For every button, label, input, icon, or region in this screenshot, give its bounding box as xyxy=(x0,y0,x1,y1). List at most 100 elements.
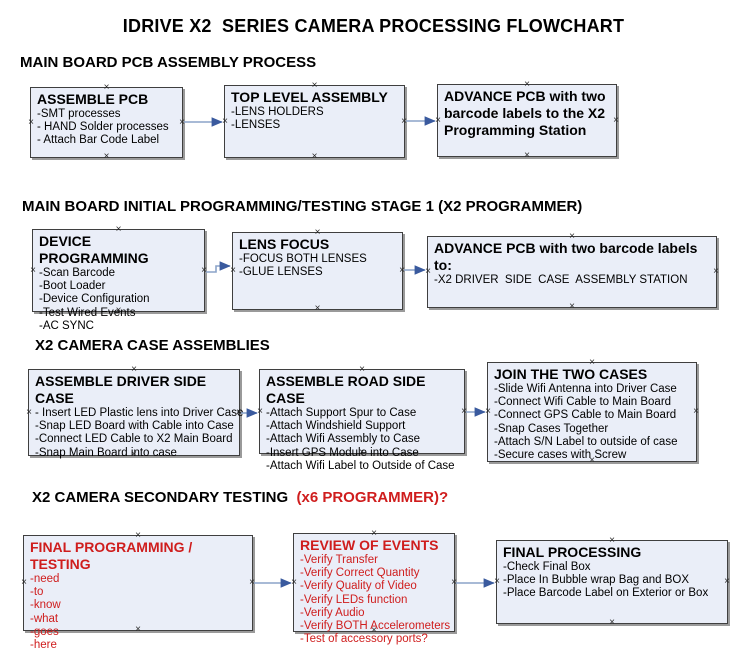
box-review-of-events: REVIEW OF EVENTS -Verify Transfer-Verify… xyxy=(291,529,457,646)
anchor-x-mark: × xyxy=(30,264,36,276)
anchor-x-mark: × xyxy=(724,576,730,587)
box-line: -AC SYNC xyxy=(39,319,94,332)
anchor-x-mark: × xyxy=(461,405,467,417)
box-assemble-pcb: ASSEMBLE PCB -SMT processes- HAND Solder… xyxy=(28,83,185,162)
box-line: -Insert GPS Module into Case xyxy=(266,446,419,459)
box-title: ASSEMBLE ROAD SIDE CASE xyxy=(266,373,430,406)
box-line: -Attach Windshield Support xyxy=(266,420,406,433)
anchor-x-mark: × xyxy=(28,116,34,128)
anchor-x-mark: × xyxy=(425,266,431,277)
box-lines: -Check Final Box-Place In Bubble wrap Ba… xyxy=(503,561,721,601)
box-lines: -Attach Support Spur to Case-Attach Wind… xyxy=(266,407,458,473)
box-line: -Boot Loader xyxy=(39,280,106,293)
anchor-x-mark: × xyxy=(609,617,615,628)
anchor-x-mark: × xyxy=(201,264,207,276)
box-line: -Verify BOTH Accelerometers xyxy=(300,620,451,633)
anchor-x-mark: × xyxy=(230,265,236,276)
box-line: -Scan Barcode xyxy=(39,267,116,279)
box-line: -Verify Quality of Video xyxy=(300,580,417,593)
box-lines: -SMT processes- HAND Solder processes- A… xyxy=(37,108,176,148)
anchor-x-mark: × xyxy=(399,265,405,276)
section-header-red-part: (x6 PROGRAMMER)? xyxy=(296,489,449,506)
box-line: -Slide Wifi Antenna into Driver Case xyxy=(494,383,677,395)
box-line: -X2 DRIVER SIDE CASE ASSEMBLY STATION xyxy=(434,274,688,286)
box-line: -goes xyxy=(30,625,59,638)
anchor-x-mark: × xyxy=(569,301,575,312)
box-line: -Connect Wifi Cable to Main Board xyxy=(494,396,672,409)
box-title: REVIEW OF EVENTS xyxy=(300,537,439,553)
anchor-x-mark: × xyxy=(713,266,719,277)
box-line: -Test of accessory ports? xyxy=(300,633,428,646)
anchor-x-mark: × xyxy=(401,115,407,127)
box-line: -Snap Cases Together xyxy=(494,422,609,435)
box-lines: -need-to-know-what-goes-here xyxy=(30,573,246,652)
box-title: ASSEMBLE PCB xyxy=(37,91,149,107)
box-line: -Place In Bubble wrap Bag and BOX xyxy=(503,574,690,587)
box-line: -know xyxy=(30,599,61,612)
box-title: JOIN THE TWO CASES xyxy=(494,366,648,382)
box-line: - Insert LED Plastic lens into Driver Ca… xyxy=(35,407,244,419)
box-title: TOP LEVEL ASSEMBLY xyxy=(231,89,388,105)
box-title: ASSEMBLE DRIVER SIDE CASE xyxy=(35,373,211,406)
anchor-x-mark: × xyxy=(257,405,263,417)
box-lines: -Scan Barcode-Boot Loader-Device Configu… xyxy=(39,267,198,333)
box-line: -here xyxy=(30,639,57,652)
flow-arrow-device-to-lensfocus xyxy=(206,261,231,273)
box-line: -Attach Wifi Label to Outside of Case xyxy=(266,459,455,472)
anchor-x-mark: × xyxy=(249,577,255,588)
box-final-programming-testing: FINAL PROGRAMMING / TESTING -need-to-kno… xyxy=(21,531,255,652)
box-line: -need xyxy=(30,573,60,585)
box-title: ADVANCE PCB with two barcode labels to: xyxy=(434,240,702,273)
box-line: -Secure cases with Screw xyxy=(494,449,627,462)
box-advance-pcb-programming-station: ADVANCE PCB with two barcode labels to t… xyxy=(435,80,619,161)
box-line: - Attach Bar Code Label xyxy=(37,134,160,147)
box-advance-pcb-driver-side: ADVANCE PCB with two barcode labels to: … xyxy=(425,232,719,312)
anchor-x-mark: × xyxy=(222,115,228,127)
box-line: -Device Configuration xyxy=(39,293,150,306)
box-line: -Test Wired Events xyxy=(39,306,136,319)
box-assemble-driver-side-case: ASSEMBLE DRIVER SIDE CASE - Insert LED P… xyxy=(26,365,243,460)
box-line: -Attach S/N Label to outside of case xyxy=(494,435,678,448)
box-line: - HAND Solder processes xyxy=(37,121,169,134)
box-final-processing: FINAL PROCESSING -Check Final Box-Place … xyxy=(494,536,730,628)
box-line: -Attach Support Spur to Case xyxy=(266,407,417,419)
box-assemble-road-side-case: ASSEMBLE ROAD SIDE CASE -Attach Support … xyxy=(257,365,467,472)
box-title: FINAL PROGRAMMING / TESTING xyxy=(30,539,197,572)
box-line: -LENS HOLDERS xyxy=(231,106,324,118)
box-lens-focus: LENS FOCUS -FOCUS BOTH LENSES-GLUE LENSE… xyxy=(230,228,405,314)
anchor-x-mark: × xyxy=(613,114,619,126)
box-top-level-assembly: TOP LEVEL ASSEMBLY -LENS HOLDERS-LENSES … xyxy=(222,81,407,162)
box-line: -FOCUS BOTH LENSES xyxy=(239,253,367,265)
box-title: LENS FOCUS xyxy=(239,236,330,252)
anchor-x-mark: × xyxy=(451,576,457,588)
box-line: -Place Barcode Label on Exterior or Box xyxy=(503,587,709,600)
box-line: -GLUE LENSES xyxy=(239,266,323,279)
anchor-x-mark: × xyxy=(103,151,110,162)
anchor-x-mark: × xyxy=(524,150,530,161)
box-line: -to xyxy=(30,586,44,599)
box-lines: -X2 DRIVER SIDE CASE ASSEMBLY STATION xyxy=(434,274,710,287)
box-line: -SMT processes xyxy=(37,108,121,120)
box-lines: - Insert LED Plastic lens into Driver Ca… xyxy=(35,407,244,460)
box-line: -Check Final Box xyxy=(503,561,591,573)
box-lines: -LENS HOLDERS-LENSES xyxy=(231,106,398,132)
page-title: IDRIVE X2 SERIES CAMERA PROCESSING FLOWC… xyxy=(122,16,625,36)
section-header-initial-programming: MAIN BOARD INITIAL PROGRAMMING/TESTING S… xyxy=(22,198,583,215)
box-line: -what xyxy=(30,612,59,625)
anchor-x-mark: × xyxy=(314,303,321,314)
box-line: -Snap Main Board into case xyxy=(35,446,177,459)
box-device-programming: DEVICE PROGRAMMING -Scan Barcode-Boot Lo… xyxy=(30,225,207,332)
box-line: -LENSES xyxy=(231,119,281,132)
box-line: -Attach Wifi Assembly to Case xyxy=(266,433,421,446)
anchor-x-mark: × xyxy=(179,116,185,128)
box-line: -Verify Correct Quantity xyxy=(300,567,420,580)
box-line: -Verify Transfer xyxy=(300,554,378,566)
box-title: DEVICE PROGRAMMING xyxy=(39,233,149,266)
box-line: -Snap LED Board with Cable into Case xyxy=(35,420,234,433)
anchor-x-mark: × xyxy=(693,406,699,417)
section-header-secondary-testing: X2 CAMERA SECONDARY TESTING (x6 PROGRAMM… xyxy=(32,489,448,506)
anchor-x-mark: × xyxy=(435,114,441,126)
box-join-the-two-cases: JOIN THE TWO CASES -Slide Wifi Antenna i… xyxy=(485,358,699,466)
box-line: -Verify Audio xyxy=(300,606,365,619)
